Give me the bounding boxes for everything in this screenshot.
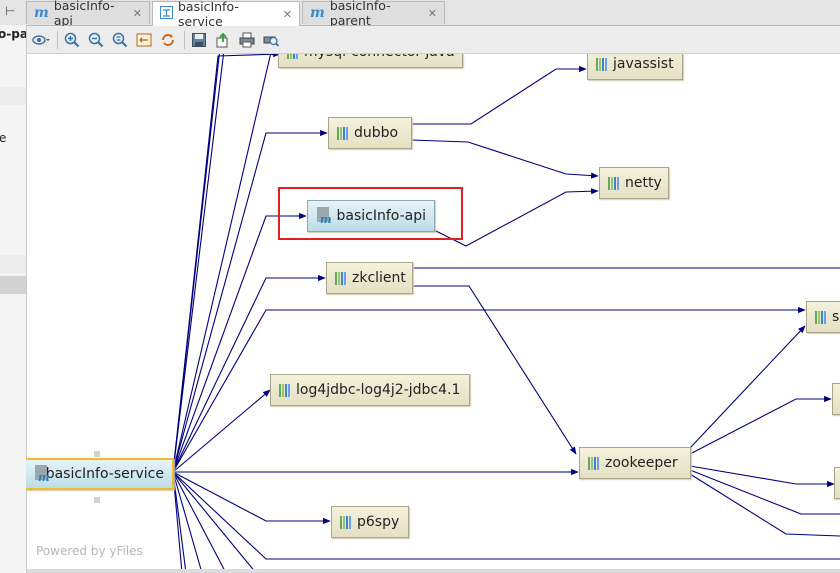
node-offscreen[interactable] <box>832 383 840 415</box>
node-label: mysql-connector-java <box>304 54 455 60</box>
maven-module-icon: m <box>34 5 49 21</box>
horizontal-scrollbar[interactable] <box>27 569 840 573</box>
library-icon <box>287 54 298 59</box>
dependency-edge <box>172 54 220 473</box>
node-mysql-connector-java[interactable]: mysql-connector-java <box>278 54 463 68</box>
dependency-diagram-canvas[interactable]: mysql-connector-java javassist dubbo net… <box>26 54 840 573</box>
dependency-edge <box>172 471 227 573</box>
library-icon <box>340 515 351 529</box>
layout-options-icon[interactable] <box>31 30 51 50</box>
close-icon[interactable]: ✕ <box>132 6 142 20</box>
export-icon[interactable] <box>213 30 233 50</box>
tab-basicinfo-service[interactable]: basicInfo-service ✕ <box>152 0 300 29</box>
dependency-edge <box>172 129 328 473</box>
node-netty[interactable]: netty <box>599 167 669 199</box>
dependency-edge <box>172 54 281 473</box>
dependency-edge <box>689 395 832 455</box>
dependency-edges <box>172 54 840 573</box>
diagram-toolbar <box>27 26 840 54</box>
node-log4jdbc-log4j2-jdbc4-1[interactable]: log4jdbc-log4j2-jdbc4.1 <box>270 374 470 406</box>
node-label: zookeeper <box>605 455 678 471</box>
dependency-edge <box>172 471 840 560</box>
project-tree-item-label[interactable]: o-pa <box>0 27 27 41</box>
library-icon <box>337 126 348 140</box>
node-label: log4jdbc-log4j2-jdbc4.1 <box>296 382 461 398</box>
toolbar-separator <box>184 30 185 49</box>
watermark: Powered by yFiles <box>36 544 143 558</box>
node-label: javassist <box>613 56 674 72</box>
dependency-edge <box>411 65 587 125</box>
toolbar-separator <box>57 30 58 49</box>
project-tool-window: o-pa e <box>0 25 27 573</box>
dependency-edge <box>172 389 271 473</box>
tab-label: basicInfo-parent <box>329 0 391 28</box>
node-label: basicInfo-service <box>45 466 164 482</box>
tab-basicinfo-api[interactable]: m basicInfo-api ✕ <box>26 0 150 28</box>
node-dubbo[interactable]: dubbo <box>328 117 412 149</box>
dependency-edge <box>172 54 274 473</box>
close-icon[interactable]: ✕ <box>427 6 437 20</box>
pin-icon[interactable]: ⊢ <box>5 4 16 18</box>
selection-handle[interactable] <box>94 497 100 503</box>
node-basicinfo-api[interactable]: m basicInfo-api <box>307 200 435 232</box>
library-icon <box>608 176 619 190</box>
save-icon[interactable] <box>189 30 209 50</box>
library-icon <box>588 456 599 470</box>
node-zookeeper[interactable]: zookeeper <box>579 447 691 479</box>
library-icon <box>815 310 826 324</box>
node-zkclient[interactable]: zkclient <box>326 262 413 294</box>
selection-handle[interactable] <box>94 451 100 457</box>
dependency-edge <box>689 325 806 449</box>
tab-basicinfo-parent[interactable]: m basicInfo-parent ✕ <box>302 0 445 28</box>
dependency-edge <box>172 471 203 573</box>
zoom-in-icon[interactable] <box>62 30 82 50</box>
node-label: basicInfo-api <box>336 208 426 224</box>
library-icon <box>596 57 607 71</box>
node-basicinfo-service[interactable]: m basicInfo-service <box>26 458 174 490</box>
node-label: zkclient <box>352 270 406 286</box>
print-icon[interactable] <box>237 30 257 50</box>
node-p6spy[interactable]: p6spy <box>331 506 409 538</box>
diagram-icon <box>160 6 173 22</box>
node-offscreen[interactable] <box>834 467 840 499</box>
print-preview-icon[interactable] <box>261 30 281 50</box>
tree-row[interactable] <box>0 87 26 105</box>
project-tree-item-label[interactable]: e <box>0 131 6 145</box>
dependency-edge <box>172 471 187 573</box>
dependency-edge <box>172 212 307 473</box>
node-label: p6spy <box>357 514 400 530</box>
dependency-edge <box>172 471 331 525</box>
tree-row-selected[interactable] <box>0 276 26 294</box>
node-label: netty <box>625 175 662 191</box>
dependency-edge <box>172 471 183 573</box>
node-javassist[interactable]: javassist <box>587 54 683 80</box>
maven-module-icon: m <box>34 465 50 484</box>
dependency-edge <box>172 306 806 473</box>
highlight-rectangle <box>278 187 463 240</box>
dependency-edge <box>689 465 835 488</box>
tree-row[interactable] <box>0 255 26 273</box>
close-icon[interactable]: ✕ <box>282 7 292 21</box>
dependency-edge <box>172 274 326 473</box>
tab-label: basicInfo-api <box>53 0 115 28</box>
dependency-edge <box>689 473 840 537</box>
library-icon <box>279 383 290 397</box>
actual-size-icon[interactable] <box>110 30 130 50</box>
node-label: s <box>832 309 840 325</box>
maven-module-icon: m <box>316 207 332 226</box>
dependency-edge <box>412 285 577 455</box>
dependency-edge <box>172 471 257 573</box>
dependency-edge <box>172 54 225 473</box>
zoom-out-icon[interactable] <box>86 30 106 50</box>
node-s[interactable]: s <box>806 301 840 333</box>
maven-module-icon: m <box>310 5 325 21</box>
apply-layout-icon[interactable] <box>158 30 178 50</box>
dependency-edge <box>410 139 599 179</box>
editor-tab-bar: ⊢ m basicInfo-api ✕ basicInfo-service ✕ … <box>0 0 840 29</box>
library-icon <box>335 271 346 285</box>
node-label: dubbo <box>354 125 399 141</box>
tab-label: basicInfo-service <box>178 0 239 29</box>
dependency-edge <box>689 469 840 515</box>
fit-content-icon[interactable] <box>134 30 154 50</box>
